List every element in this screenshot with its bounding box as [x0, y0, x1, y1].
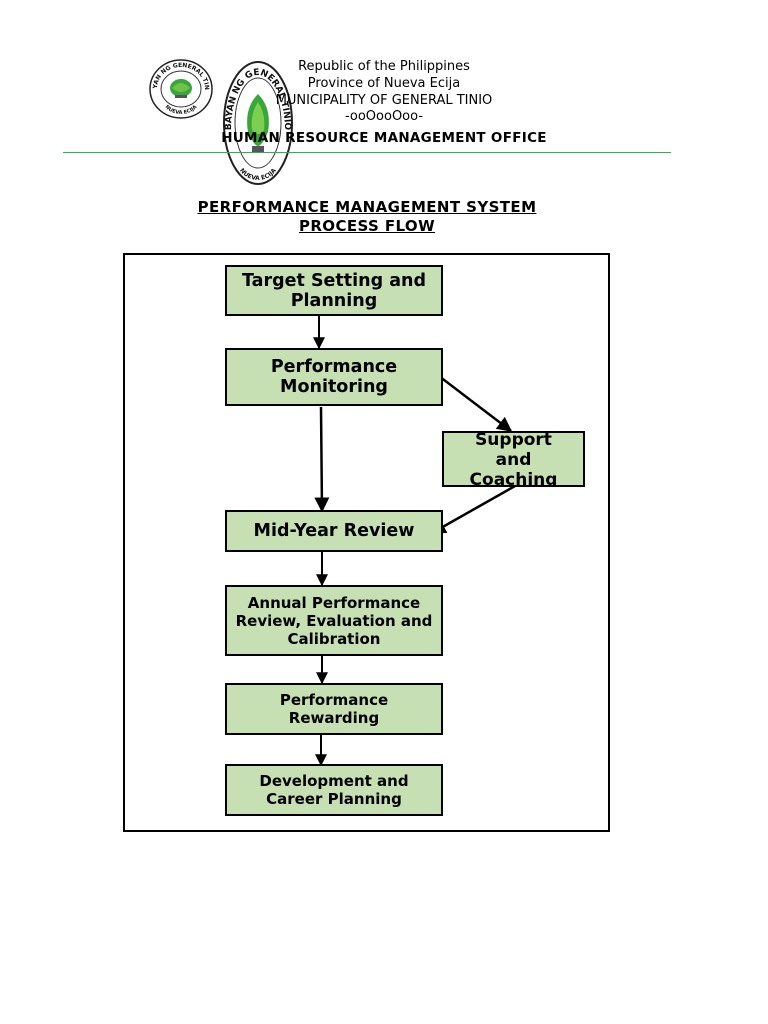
arrow-support-to-midyear	[430, 484, 516, 535]
step-development-career-label: Development and Career Planning	[259, 772, 409, 808]
seal-left-bottom-text: NUEVA ECIJA	[164, 104, 199, 116]
step-performance-monitoring-label: Performance Monitoring	[270, 357, 398, 397]
step-annual-review-label: Annual Performance Review, Evaluation an…	[235, 593, 433, 648]
header-rule	[63, 152, 671, 153]
step-mid-year-review-label: Mid-Year Review	[253, 521, 415, 541]
doc-title-line1: PERFORMANCE MANAGEMENT SYSTEM	[197, 198, 537, 216]
step-target-setting: Target Setting and Planning	[225, 265, 443, 316]
step-support-coaching-label: Support and Coaching	[469, 431, 558, 487]
arrow-monitoring-to-support	[430, 369, 513, 432]
step-mid-year-review: Mid-Year Review	[225, 510, 443, 552]
step-performance-monitoring: Performance Monitoring	[225, 348, 443, 406]
step-development-career: Development and Career Planning	[225, 764, 443, 816]
svg-text:NUEVA ECIJA: NUEVA ECIJA	[164, 104, 199, 116]
header-ornament: -ooOooOoo-	[344, 109, 424, 124]
header-office: HUMAN RESOURCE MANAGEMENT OFFICE	[221, 130, 547, 146]
header-republic: Republic of the Philippines	[298, 59, 470, 74]
header-province: Province of Nueva Ecija	[307, 76, 461, 91]
step-performance-rewarding-label: Performance Rewarding	[279, 691, 389, 727]
municipal-seal-left-icon: BAYAN NG GENERAL TINIO NUEVA ECIJA	[148, 58, 213, 119]
step-target-setting-label: Target Setting and Planning	[241, 270, 427, 311]
municipal-seal-right-icon: BAYAN NG GENERAL TINIO NUEVA ECIJA	[223, 61, 293, 185]
step-annual-review: Annual Performance Review, Evaluation an…	[225, 585, 443, 656]
header-municipality: MUNICIPALITY OF GENERAL TINIO	[275, 93, 493, 108]
arrow-monitoring-to-midyear	[314, 406, 330, 513]
step-performance-rewarding: Performance Rewarding	[225, 683, 443, 735]
doc-title-line2: PROCESS FLOW	[298, 217, 436, 235]
step-support-coaching: Support and Coaching	[442, 431, 585, 487]
process-flow-frame	[123, 253, 610, 832]
